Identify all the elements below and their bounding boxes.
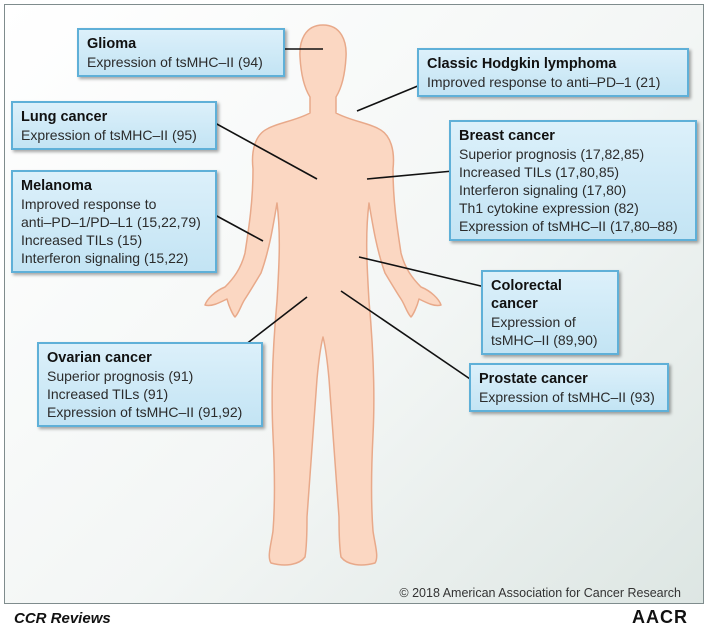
box-title: Melanoma <box>21 178 92 194</box>
box-line: Expression of tsMHC–II (95) <box>21 127 197 143</box>
box-title: Glioma <box>87 36 137 52</box>
box-line: Superior prognosis (91) <box>47 368 194 384</box>
box-line: Interferon signaling (17,80) <box>459 182 627 198</box>
box-line: Improved response to anti–PD–1 (21) <box>427 74 661 90</box>
journal-name: CCR Reviews <box>14 610 111 627</box>
box-line: Improved response to <box>21 196 157 212</box>
box-title: Lung cancer <box>21 109 108 125</box>
box-line: Th1 cytokine expression (82) <box>459 200 639 216</box>
footer-bar: CCR Reviews AACR <box>0 605 708 635</box>
box-title: Colorectal cancer <box>491 278 562 312</box>
box-line: anti–PD–1/PD–L1 (15,22,79) <box>21 214 201 230</box>
box-title: Breast cancer <box>459 128 555 144</box>
copyright-notice: © 2018 American Association for Cancer R… <box>399 586 681 600</box>
box-line: Expression of tsMHC–II (94) <box>87 54 263 70</box>
connector-breast <box>366 170 454 180</box>
box-line: Increased TILs (91) <box>47 386 169 402</box>
connector-lines <box>214 48 486 382</box>
box-title: Classic Hodgkin lymphoma <box>427 56 617 72</box>
box-line: Expression of tsMHC–II (93) <box>479 389 655 405</box>
box-line: Expression of tsMHC–II (91,92) <box>47 404 243 420</box>
box-title: Ovarian cancer <box>47 350 152 366</box>
connector-melanoma <box>214 214 264 242</box>
box-title: Prostate cancer <box>479 371 588 387</box>
connector-hodgkin <box>356 82 426 112</box>
human-body-shape <box>204 24 442 566</box>
box-line: tsMHC–II (89,90) <box>491 332 598 348</box>
body-diagram <box>204 24 486 566</box>
box-line: Superior prognosis (17,82,85) <box>459 146 645 162</box>
publisher-logo: AACR <box>632 607 688 627</box>
box-line: Increased TILs (17,80,85) <box>459 164 620 180</box>
box-line: Increased TILs (15) <box>21 232 143 248</box>
box-line: Interferon signaling (15,22) <box>21 250 189 266</box>
box-line: Expression of <box>491 314 576 330</box>
connector-colorectal <box>358 256 486 288</box>
connector-ovarian <box>244 296 308 346</box>
connector-prostate <box>340 290 474 382</box>
connector-lung <box>214 122 318 180</box>
human-silhouette <box>204 24 442 566</box>
box-line: Expression of tsMHC–II (17,80–88) <box>459 218 678 234</box>
